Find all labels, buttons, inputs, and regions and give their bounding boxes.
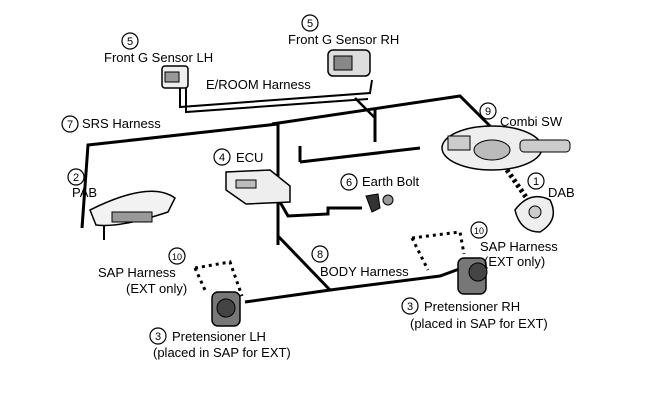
- eroom-drop-line: [354, 97, 376, 119]
- front-g-sensor-rh: [327, 49, 371, 77]
- pretensioner-lh: [211, 291, 241, 327]
- earth-bolt: [365, 193, 394, 213]
- num-ecu: 4: [219, 152, 225, 164]
- ecu-frame-bottom: [299, 146, 421, 164]
- ecu-unit: [225, 169, 291, 205]
- text-srs-harness: SRS Harness: [82, 116, 161, 131]
- combi-switch: [441, 125, 571, 171]
- label-srs-harness: 7 SRS Harness: [61, 115, 161, 133]
- num-pret-rh: 3: [407, 301, 413, 313]
- label-combi-sw: 9 Combi SW: [479, 102, 563, 129]
- num-front-g-rh: 5: [307, 18, 313, 30]
- text-pret-lh-1: Pretensioner LH: [172, 329, 266, 344]
- text-pab: PAB: [72, 185, 97, 200]
- label-body-harness: 8 BODY Harness: [311, 245, 409, 279]
- label-sap-harness-lh: 10 SAP Harness (EXT only): [98, 247, 187, 296]
- sap-lh-dotted-line: [194, 260, 244, 297]
- num-combi: 9: [485, 106, 491, 118]
- text-front-g-rh: Front G Sensor RH: [288, 32, 399, 47]
- num-earth: 6: [346, 177, 352, 189]
- text-sap-lh-1: SAP Harness: [98, 265, 176, 280]
- text-eroom-harness: E/ROOM Harness: [206, 77, 311, 92]
- text-pret-lh-2: (placed in SAP for EXT): [153, 345, 291, 360]
- sap-rh-dotted-line-2: [410, 237, 430, 271]
- body-harness-right: [329, 266, 463, 292]
- earth-line: [270, 187, 362, 218]
- srs-harness-line: [80, 94, 492, 229]
- dab-module: [514, 195, 555, 233]
- text-dab: DAB: [548, 185, 575, 200]
- num-pret-lh: 3: [155, 331, 161, 343]
- label-earth-bolt: 6 Earth Bolt: [340, 173, 419, 191]
- front-g-sensor-lh: [161, 65, 189, 89]
- pretensioner-rh: [457, 257, 488, 295]
- label-pretensioner-rh: 3 Pretensioner RH (placed in SAP for EXT…: [401, 297, 548, 331]
- num-srs: 7: [67, 119, 73, 131]
- num-pab: 2: [73, 172, 79, 184]
- label-pretensioner-lh: 3 Pretensioner LH (placed in SAP for EXT…: [149, 327, 291, 360]
- label-front-g-sensor-rh: 5 Front G Sensor RH: [288, 14, 399, 47]
- text-sap-rh-2: (EXT only): [484, 254, 545, 269]
- eroom-harness-line-2: [185, 84, 369, 114]
- text-earth-bolt: Earth Bolt: [362, 174, 419, 189]
- body-harness-line: [244, 208, 334, 304]
- label-dab: 1 DAB: [527, 172, 575, 200]
- eroom-harness-line: [179, 79, 373, 109]
- num-front-g-lh: 5: [127, 36, 133, 48]
- num-sap-lh: 10: [172, 252, 182, 262]
- text-sap-lh-2: (EXT only): [126, 281, 187, 296]
- label-sap-harness-rh: 10 SAP Harness (EXT only): [470, 221, 558, 269]
- label-front-g-sensor-lh: 5 Front G Sensor LH: [104, 32, 213, 65]
- label-ecu: 4 ECU: [213, 148, 263, 166]
- num-body: 8: [317, 249, 323, 261]
- text-front-g-lh: Front G Sensor LH: [104, 50, 213, 65]
- label-pab: 2 PAB: [67, 168, 97, 200]
- num-dab: 1: [533, 176, 539, 188]
- text-ecu: ECU: [236, 150, 263, 165]
- text-pret-rh-1: Pretensioner RH: [424, 299, 520, 314]
- sap-rh-dotted-line: [411, 230, 466, 255]
- num-sap-rh: 10: [474, 226, 484, 236]
- text-combi-sw: Combi SW: [500, 114, 563, 129]
- text-sap-rh-1: SAP Harness: [480, 239, 558, 254]
- pab-module: [89, 190, 176, 240]
- sap-lh-dotted-line-2: [193, 267, 207, 291]
- text-body-harness: BODY Harness: [320, 264, 409, 279]
- text-pret-rh-2: (placed in SAP for EXT): [410, 316, 548, 331]
